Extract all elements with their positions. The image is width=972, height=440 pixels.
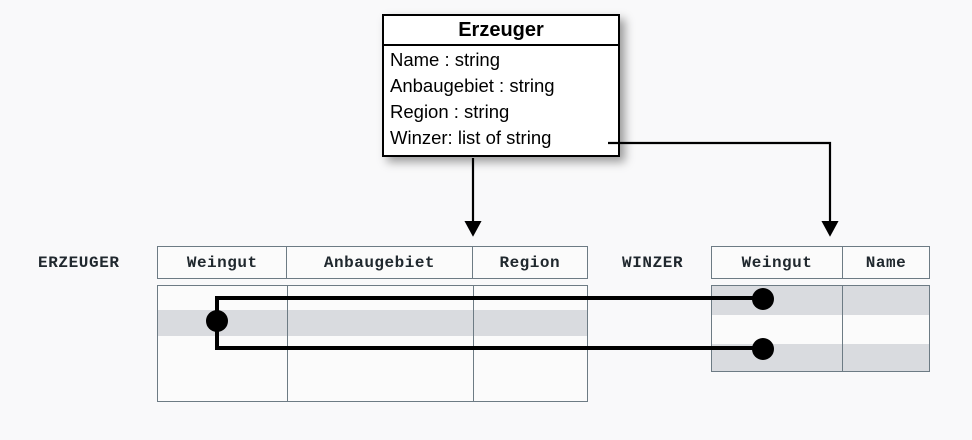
column-header-weingut: Weingut [158,247,288,278]
table-cell [474,310,586,336]
table-row [158,336,587,368]
arrow-winzer [608,141,839,237]
uml-attribute: Region : string [390,101,510,122]
uml-class-box: Erzeuger Name : string Anbaugebiet : str… [382,14,620,157]
uml-attribute: Name : string [390,49,501,70]
table-cell [474,336,586,368]
column-header-name: Name [865,253,907,272]
table-cell [288,368,474,401]
table-cell [843,344,928,371]
table-cell [712,344,843,371]
table-cell [474,368,586,401]
column-header-weingut: Weingut [712,247,843,278]
uml-attribute: Anbaugebiet : string [390,75,555,96]
table-label-erzeuger: ERZEUGER [38,254,120,272]
table-body-winzer [711,285,930,372]
table-cell [712,315,843,344]
table-cell [288,286,474,310]
uml-class-name: Erzeuger [384,16,618,46]
column-header-region: Region [499,253,561,272]
table-cell [288,310,474,336]
table-row [712,286,929,315]
table-cell [158,336,288,368]
table-row [712,344,929,371]
uml-attribute: Winzer: list of string [390,127,552,148]
table-header-erzeuger: Weingut Anbaugebiet Region [157,246,588,279]
table-cell [843,315,928,344]
table-cell [158,368,288,401]
uml-attribute-list: Name : string Anbaugebiet : string Regio… [384,46,618,151]
table-cell [158,310,288,336]
table-row [158,310,587,336]
table-cell [712,286,843,315]
table-cell [474,286,586,310]
table-cell [158,286,288,310]
table-header-winzer: Weingut Name [711,246,930,279]
table-row [158,286,587,310]
table-row [712,315,929,344]
table-row [158,368,587,401]
table-body-erzeuger [157,285,588,402]
column-header-anbaugebiet: Anbaugebiet [287,247,473,278]
table-cell [288,336,474,368]
table-label-winzer: WINZER [622,254,684,272]
table-cell [843,286,928,315]
